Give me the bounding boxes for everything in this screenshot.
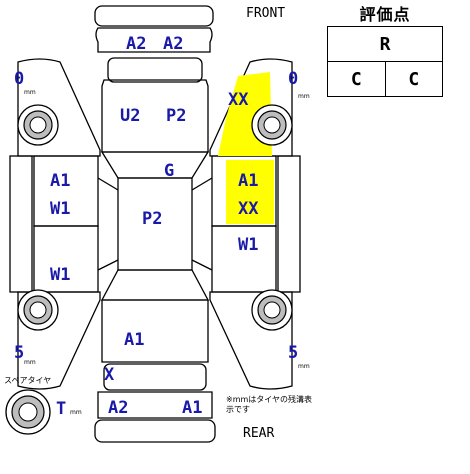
tire-depth-front-left: 0 [14,69,24,89]
trunk [101,299,209,363]
code-right-front-door-1: A1 [238,171,258,191]
code-rear-bumper-1: A2 [108,398,128,418]
front-grille [107,57,203,83]
damage-highlight-right-front-door [226,160,274,224]
unit-front-right: mm [298,93,310,100]
tread-depth-note: ※mmはタイヤの残溝表示です [226,395,313,414]
code-center: P2 [142,209,162,229]
wheel-spare [5,389,51,435]
rating-panel: 評価点 R C C [327,4,443,97]
front-label: FRONT [246,6,286,21]
left-side-sill [9,155,33,293]
unit-rear-right: mm [298,363,310,370]
wheel-rear-right [251,289,293,331]
front-bumper-top [94,5,214,27]
rear-panel [103,363,207,391]
left-rear-fender [17,291,101,390]
unit-front-left: mm [24,89,36,96]
unit-rear-left: mm [24,359,36,366]
front-bumper [95,27,213,53]
rear-window [100,269,210,301]
hood [101,79,209,153]
code-rear-bumper-2: A1 [182,398,202,418]
interior-rating: C [327,61,386,97]
tire-depth-rear-right: 5 [288,343,298,363]
code-roof-2: P2 [166,106,186,126]
tire-depth-rear-left: 5 [14,343,24,363]
wheel-rear-left [17,289,59,331]
code-left-front-door-1: A1 [50,171,70,191]
overall-rating: R [327,26,443,62]
pillar-lines [97,177,213,271]
code-left-rear-door: W1 [50,265,70,285]
rating-title: 評価点 [359,5,411,24]
code-left-front-door-2: W1 [50,199,70,219]
wheel-front-left [17,104,59,146]
rear-label: REAR [243,426,275,441]
code-roof-1: U2 [120,106,140,126]
rear-bumper [97,391,213,419]
spare-tire-label: スペアタイヤ [4,376,52,385]
wheel-front-right [251,104,293,146]
code-front-bumper-1: A2 [126,34,146,54]
code-front-bumper-2: A2 [163,34,183,54]
code-windshield: G [164,161,174,181]
right-rear-fender [209,291,293,390]
exterior-rating: C [384,61,443,97]
windshield [100,151,210,179]
right-side-sill [277,155,301,293]
code-right-rear-door: W1 [238,235,258,255]
unit-spare: mm [70,409,82,416]
rating-table: R C C [327,26,443,97]
tire-depth-spare: T [56,399,66,419]
tire-depth-front-right: 0 [288,69,298,89]
code-hood-right: XX [228,90,249,110]
code-trunk: A1 [124,330,144,350]
rear-bumper-bottom [94,419,216,443]
code-rear-left-corner: X [104,365,115,385]
code-right-front-door-2: XX [238,199,259,219]
